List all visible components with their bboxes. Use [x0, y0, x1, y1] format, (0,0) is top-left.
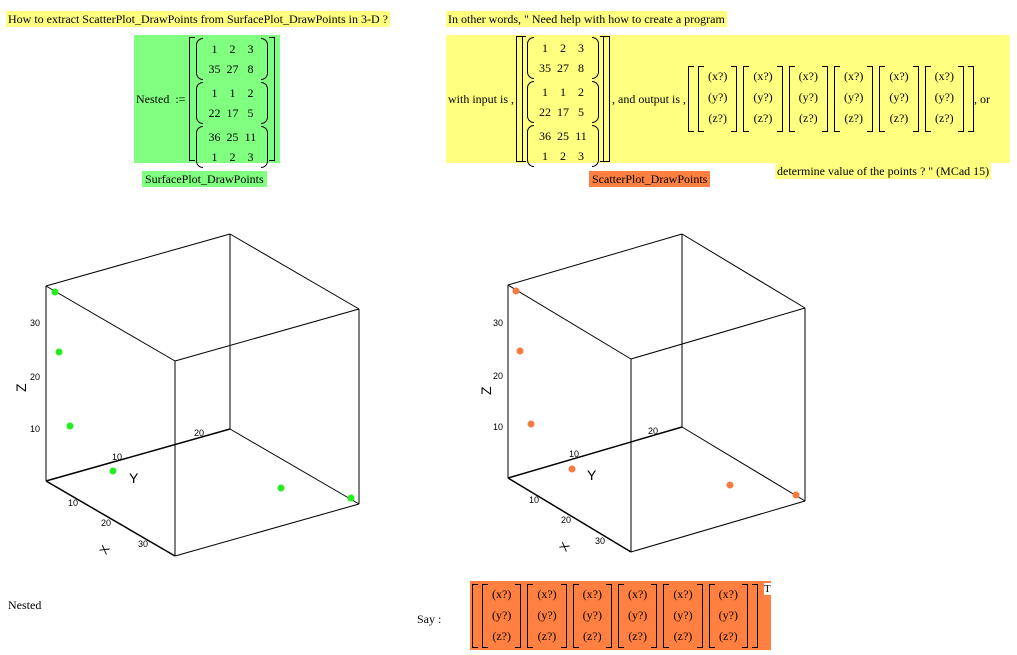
z-axis-label: Z — [13, 383, 29, 392]
x-tick-10: 10 — [68, 498, 78, 508]
z-tick-30: 30 — [30, 318, 40, 328]
nested-lhs: Nested — [136, 91, 170, 106]
x-tick-30: 30 — [595, 536, 605, 546]
x-axis-label: X — [556, 540, 572, 554]
say-output-matrix: (x?)(y?)(z?) (x?)(y?)(z?) (x?)(y?)(z?) (… — [472, 583, 758, 648]
y-tick-10: 10 — [112, 452, 122, 462]
green-points — [51, 288, 355, 502]
z-tick-10: 10 — [30, 424, 40, 434]
x-axis-label: X — [96, 543, 112, 557]
scatter-plot-label: ScatterPlot_DrawPoints — [589, 171, 711, 187]
y-tick-10: 10 — [569, 449, 579, 459]
z-tick-20: 20 — [30, 372, 40, 382]
determine-text: determine value of the points ? " (MCad … — [775, 163, 992, 179]
z-tick-20: 20 — [493, 371, 503, 381]
y-tick-20: 20 — [194, 428, 204, 438]
output-matrix: (x?)(y?)(z?) (x?)(y?)(z?) (x?)(y?)(z?) (… — [688, 66, 974, 132]
y-axis-label: Y — [587, 467, 597, 483]
say-label: Say : — [417, 612, 442, 626]
z-tick-30: 30 — [493, 318, 503, 328]
y-tick-20: 20 — [648, 426, 658, 436]
surface-plot-label: SurfacePlot_DrawPoints — [142, 171, 267, 187]
x-tick-20: 20 — [561, 515, 571, 525]
say-output-expression[interactable]: (x?)(y?)(z?) (x?)(y?)(z?) (x?)(y?)(z?) (… — [470, 581, 771, 650]
scatter-plot-3d[interactable]: 30 20 10 10 20 10 20 30 Z Y X — [460, 220, 860, 560]
surface-plot-3d[interactable]: 30 20 10 10 20 10 20 30 Z Y X — [0, 220, 400, 560]
z-axis-label: Z — [478, 386, 494, 395]
x-tick-10: 10 — [529, 495, 539, 505]
z-tick-10: 10 — [493, 422, 503, 432]
transpose-superscript: T — [764, 583, 771, 595]
y-axis-label: Y — [129, 470, 139, 486]
question-title: How to extract ScatterPlot_DrawPoints fr… — [6, 11, 390, 27]
orange-points — [512, 287, 800, 499]
assign-operator: := — [175, 91, 186, 106]
other-words-text: In other words, " Need help with how to … — [446, 11, 727, 27]
x-tick-30: 30 — [138, 539, 148, 549]
nested-bottom-label[interactable]: Nested — [8, 598, 42, 612]
or-text: , or — [973, 91, 990, 106]
and-output-text: , and output is , — [612, 91, 687, 106]
x-tick-20: 20 — [101, 518, 111, 528]
with-input-text: with input is , — [448, 91, 515, 106]
